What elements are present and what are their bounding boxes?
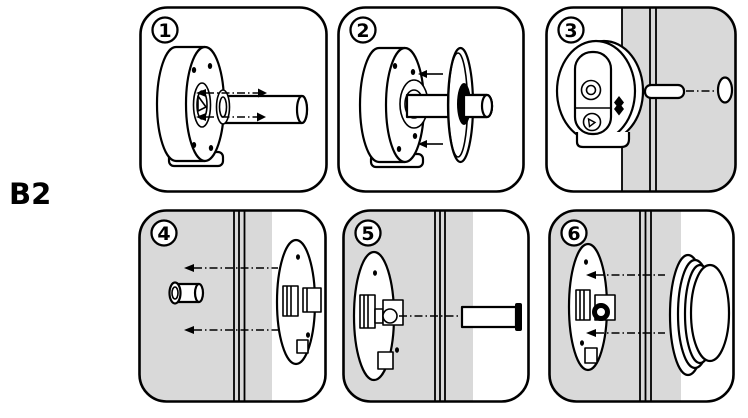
arrowhead-icon bbox=[586, 271, 596, 279]
keyhole-ring-inner bbox=[585, 84, 597, 96]
stub-end-cap bbox=[193, 282, 205, 304]
screw-hole-dot bbox=[296, 254, 300, 260]
tube-collar-inner bbox=[218, 96, 228, 118]
step-1-panel: 1 bbox=[139, 6, 328, 193]
step-number-badge: 4 bbox=[150, 219, 178, 247]
rosette-plate bbox=[446, 46, 494, 164]
attachment-arrows bbox=[586, 271, 665, 337]
panel-border bbox=[342, 209, 530, 403]
step-2-panel: 2 bbox=[337, 6, 525, 193]
step-number-badge: 6 bbox=[560, 219, 588, 247]
badge-circle bbox=[151, 16, 179, 44]
screw-hole-dot bbox=[207, 63, 213, 69]
step-number: 6 bbox=[567, 223, 580, 245]
step-number: 5 bbox=[361, 223, 374, 245]
spindle-stub bbox=[168, 281, 205, 305]
lock-assembly-front bbox=[555, 39, 645, 149]
bolt-body bbox=[460, 305, 518, 329]
step-4-panel: 4 bbox=[138, 209, 327, 403]
screw-hole-dot bbox=[412, 133, 418, 139]
clip-connector bbox=[374, 308, 384, 324]
panel-border bbox=[545, 6, 737, 193]
screw-hole-dot bbox=[373, 270, 377, 276]
tube-end-cap bbox=[480, 93, 494, 119]
stub-flange-inner bbox=[171, 286, 179, 300]
thumbturn-arrow-icon bbox=[587, 117, 597, 128]
attachment-arrows bbox=[418, 70, 443, 148]
insertion-arrows bbox=[196, 88, 267, 122]
mounting-plate bbox=[275, 238, 322, 366]
step-5-panel: 5 bbox=[342, 209, 530, 403]
screw-hole-dot bbox=[395, 347, 399, 353]
spindle-bar bbox=[643, 83, 686, 100]
spindle-through-door bbox=[643, 76, 734, 104]
spring-clip bbox=[575, 289, 591, 321]
arrowhead-icon bbox=[196, 89, 206, 97]
step-3-panel: 3 bbox=[545, 6, 737, 193]
screw-hole-dot bbox=[191, 67, 197, 73]
step-6-panel: 6 bbox=[548, 209, 735, 403]
lock-foot-bracket bbox=[575, 132, 631, 149]
badge-circle bbox=[349, 16, 377, 44]
arrowhead-icon bbox=[196, 113, 206, 121]
arrowhead-icon bbox=[418, 70, 427, 78]
spindle-tube bbox=[215, 89, 309, 125]
hub-keyway bbox=[197, 95, 207, 112]
tube-end-cap bbox=[295, 94, 309, 125]
plate-square-hole bbox=[584, 347, 598, 364]
arrowhead-icon bbox=[586, 329, 596, 337]
panel-border bbox=[139, 6, 328, 193]
badge-circle bbox=[354, 219, 382, 247]
badge-circle bbox=[150, 219, 178, 247]
step-number-badge: 5 bbox=[354, 219, 382, 247]
step-number: 1 bbox=[158, 20, 171, 42]
arrowhead-icon bbox=[418, 140, 427, 148]
step-number-badge: 1 bbox=[151, 16, 179, 44]
spindle-hole bbox=[716, 76, 734, 104]
plate-square-hole bbox=[296, 339, 309, 354]
panel-border bbox=[337, 6, 525, 193]
screw-hole-dot bbox=[410, 69, 416, 75]
hub-bolt-hole bbox=[382, 308, 398, 324]
bolt-head-ring bbox=[592, 303, 610, 321]
attachment-arrows bbox=[184, 264, 278, 334]
arrowhead-icon bbox=[184, 326, 194, 334]
screw-hole-dot bbox=[191, 142, 197, 148]
mounting-plate-on-door bbox=[352, 250, 404, 382]
step-number-badge: 2 bbox=[349, 16, 377, 44]
screw-hole-dot bbox=[580, 340, 584, 346]
figure-label: B2 bbox=[9, 177, 52, 211]
lock-body bbox=[155, 45, 226, 168]
screw-hole-dot bbox=[208, 145, 214, 151]
tube-body bbox=[221, 94, 309, 125]
panel-border bbox=[138, 209, 327, 403]
connecting-bolt bbox=[399, 303, 522, 331]
set-screw-icon bbox=[614, 102, 624, 116]
thumbturn-circle bbox=[582, 112, 602, 132]
panel-border bbox=[548, 209, 735, 403]
screw-hole-dot bbox=[396, 146, 402, 152]
hub-block bbox=[302, 287, 322, 313]
plate-square-hole bbox=[377, 351, 394, 370]
badge-circle bbox=[560, 219, 588, 247]
screw-hole-dot bbox=[392, 63, 398, 69]
step-number-badge: 3 bbox=[557, 16, 585, 44]
arrowhead-icon bbox=[258, 88, 267, 98]
step-number: 2 bbox=[356, 20, 369, 42]
bolt-head bbox=[515, 303, 522, 331]
step-number: 4 bbox=[157, 223, 170, 245]
arrowhead-icon bbox=[257, 112, 266, 122]
screw-hole-dot bbox=[306, 332, 310, 338]
dome-face bbox=[689, 263, 731, 363]
arrowhead-icon bbox=[184, 264, 194, 272]
screw-hole-dot bbox=[584, 259, 588, 265]
badge-circle bbox=[557, 16, 585, 44]
step-number: 3 bbox=[564, 20, 577, 42]
cover-dome bbox=[668, 253, 731, 377]
